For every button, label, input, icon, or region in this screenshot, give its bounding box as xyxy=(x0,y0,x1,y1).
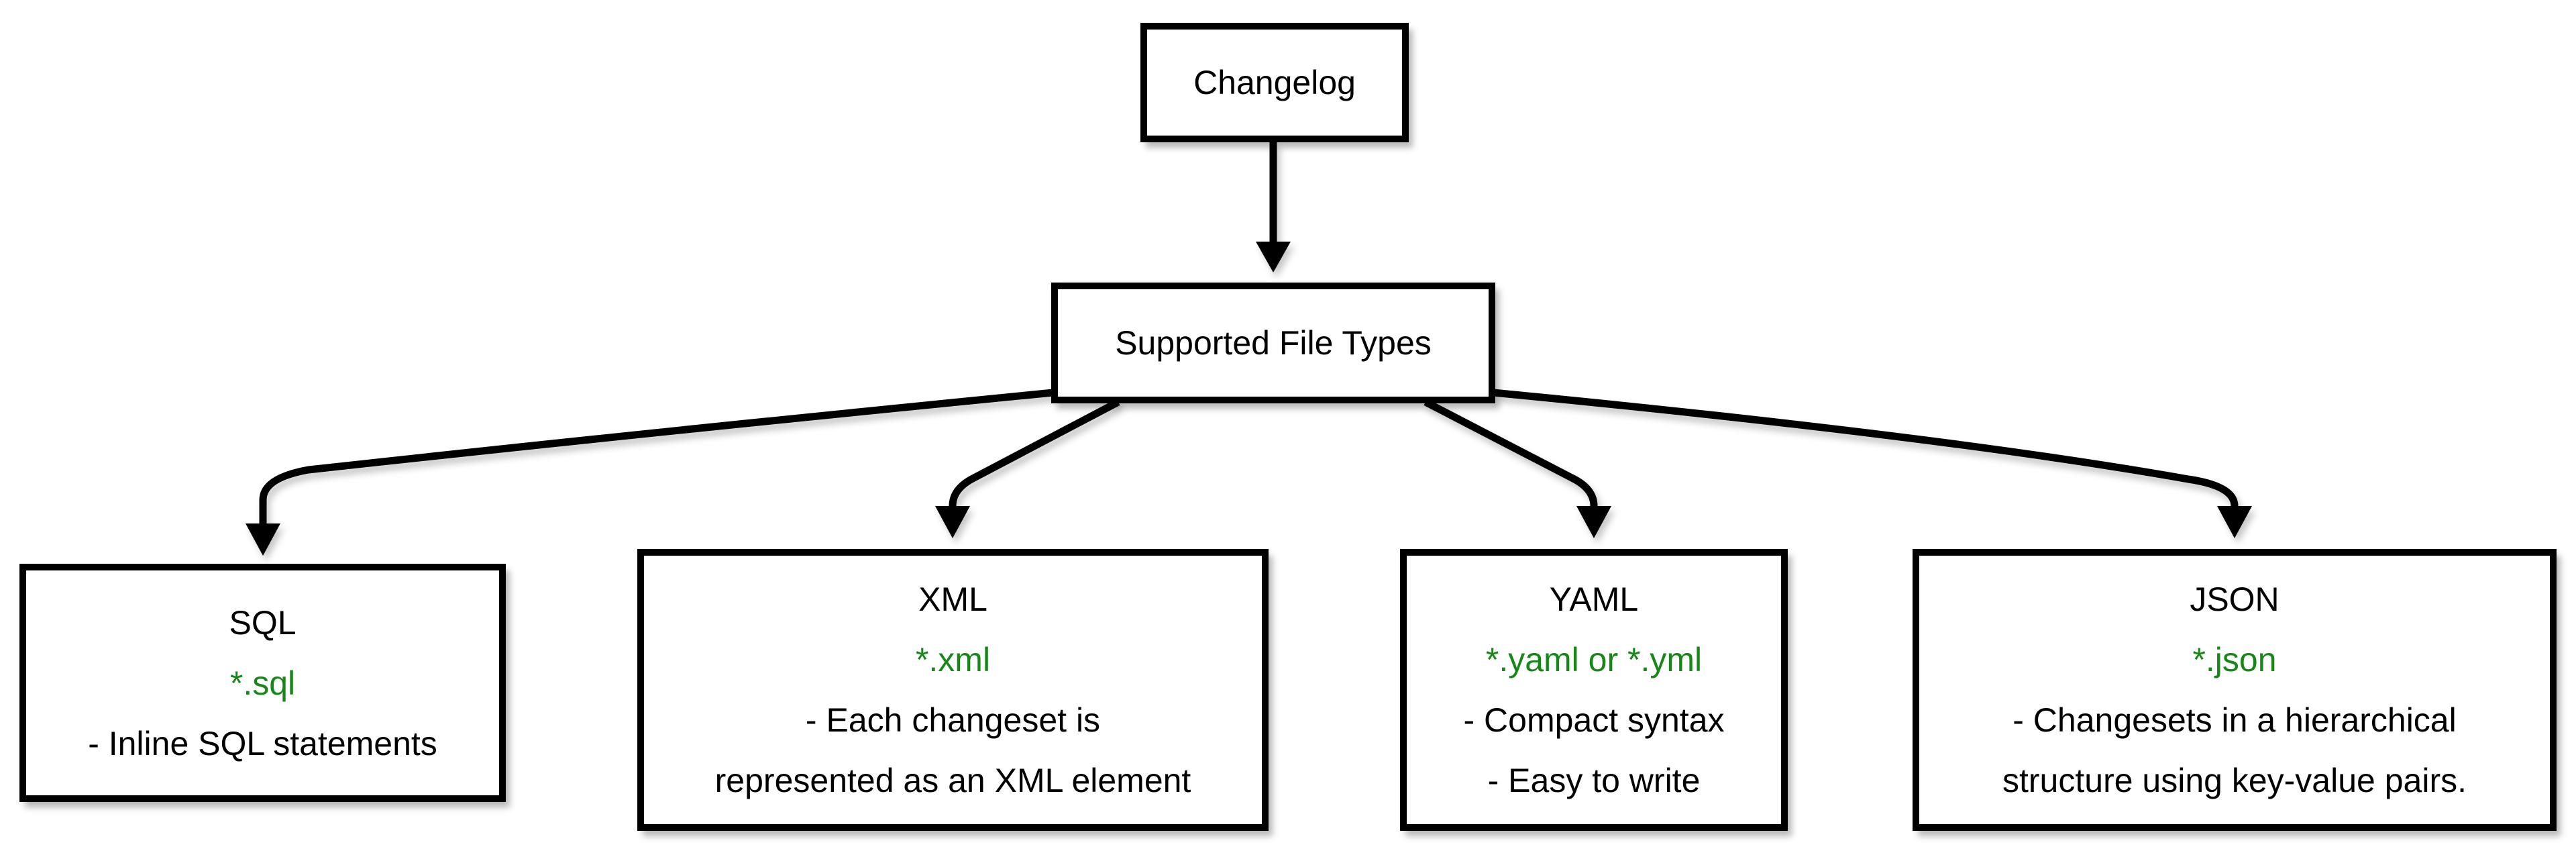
node-xml-title: XML xyxy=(918,581,987,618)
edge-hub-to-yaml xyxy=(1424,399,1598,507)
node-json-title: JSON xyxy=(2190,581,2279,618)
node-sql: SQL *.sql - Inline SQL statements xyxy=(19,564,506,802)
node-json-file-pattern: *.json xyxy=(2192,641,2277,679)
node-sql-note: - Inline SQL statements xyxy=(88,724,437,762)
node-json: JSON *.json - Changesets in a hierarchic… xyxy=(1913,549,2557,831)
node-yaml-note-line-1: - Compact syntax xyxy=(1463,701,1725,739)
arrowhead-to-hub xyxy=(1256,242,1291,272)
node-supported-file-types: Supported File Types xyxy=(1051,283,1495,403)
arrowhead-to-xml xyxy=(935,506,970,538)
node-yaml-title: YAML xyxy=(1549,581,1639,618)
node-json-note-line-1: - Changesets in a hierarchical xyxy=(2012,701,2457,739)
edge-hub-to-json xyxy=(1493,389,2239,507)
node-yaml: YAML *.yaml or *.yml - Compact syntax - … xyxy=(1400,549,1788,831)
node-sql-file-pattern: *.sql xyxy=(229,664,296,702)
node-xml: XML *.xml - Each changeset is represente… xyxy=(637,549,1269,831)
node-xml-file-pattern: *.xml xyxy=(915,641,991,679)
node-supported-file-types-label: Supported File Types xyxy=(1115,324,1432,362)
node-changelog-label: Changelog xyxy=(1193,64,1356,101)
node-json-note-line-2: structure using key-value pairs. xyxy=(2002,762,2467,799)
arrowhead-to-sql xyxy=(246,523,280,556)
arrowhead-to-json xyxy=(2217,506,2252,538)
arrowhead-to-yaml xyxy=(1576,506,1611,538)
node-yaml-note-line-2: - Easy to write xyxy=(1487,762,1701,799)
node-yaml-file-pattern: *.yaml or *.yml xyxy=(1485,641,1703,679)
node-changelog: Changelog xyxy=(1140,23,1409,142)
node-xml-note-line-2: represented as an XML element xyxy=(714,762,1191,799)
node-xml-note-line-1: - Each changeset is xyxy=(805,701,1101,739)
node-sql-title: SQL xyxy=(229,603,297,642)
edge-hub-to-sql xyxy=(259,389,1054,523)
edge-hub-to-xml xyxy=(949,399,1120,507)
